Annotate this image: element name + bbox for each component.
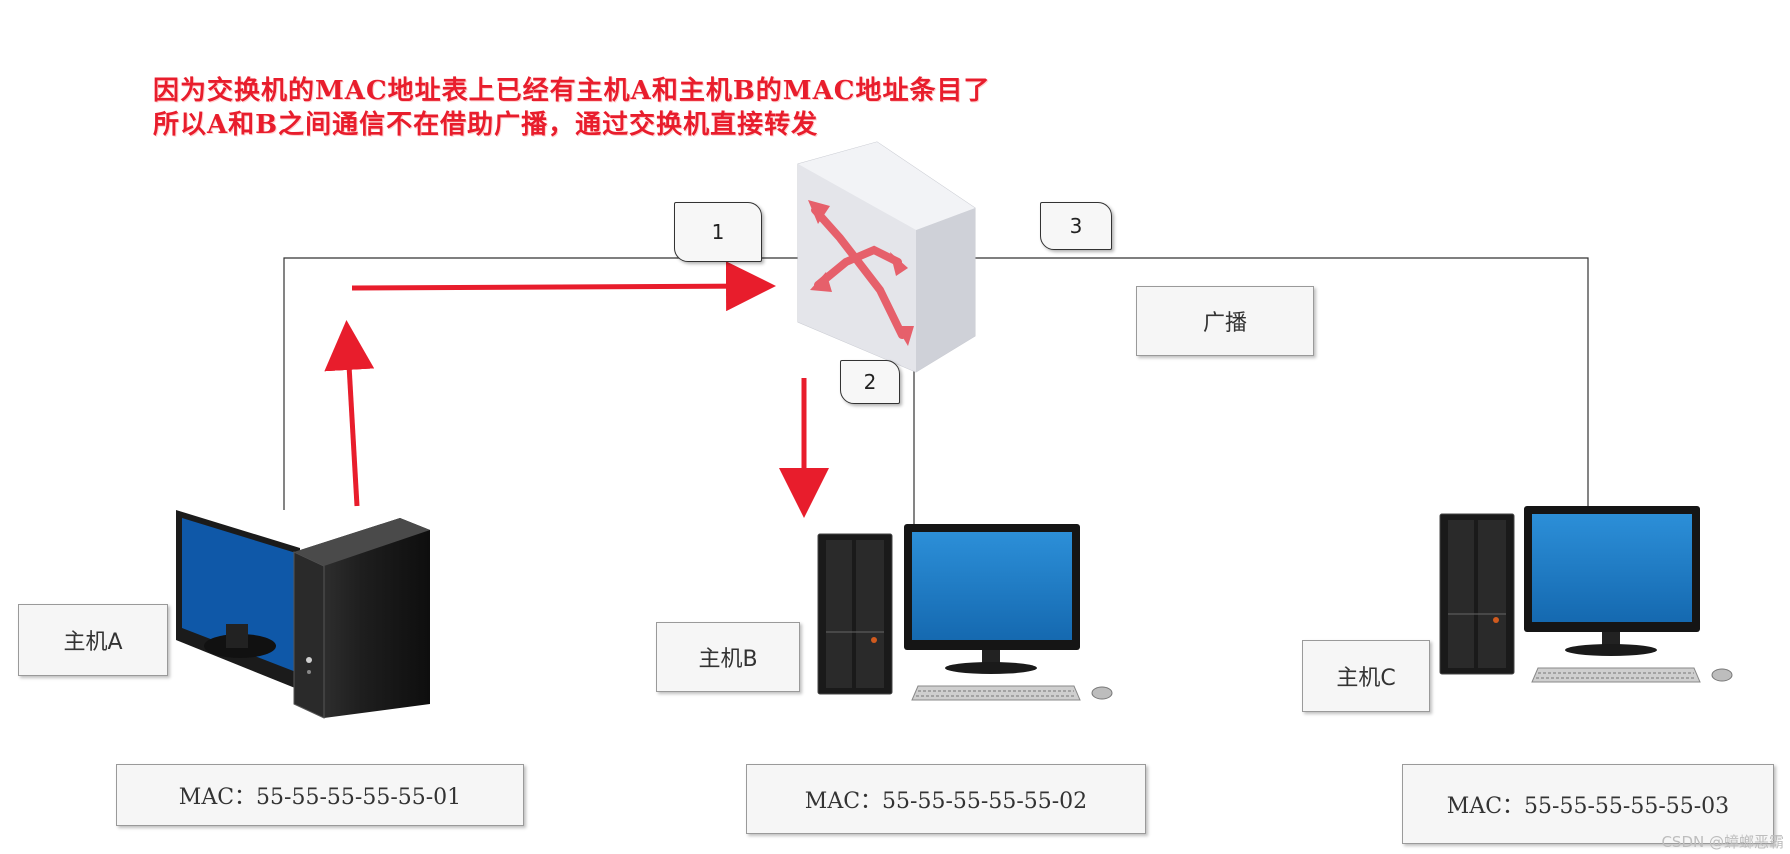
keyboard-icon xyxy=(911,685,1081,701)
cable-c xyxy=(970,257,1589,510)
flow-arrow-up xyxy=(324,320,375,507)
desktop-computer-icon xyxy=(176,510,430,719)
host-b-label: 主机B xyxy=(656,622,800,692)
annotation-line-1: 因为交换机的MAC地址表上已经有主机A和主机B的MAC地址条目了 xyxy=(153,76,991,106)
host-c-label: 主机C xyxy=(1302,640,1430,712)
mouse-icon xyxy=(1711,668,1733,682)
mouse-icon xyxy=(1091,686,1113,700)
cable-a xyxy=(283,257,800,510)
desktop-computer-icon xyxy=(1439,506,1733,683)
flow-arrow-right xyxy=(351,261,776,312)
host-a-mac: MAC：55-55-55-55-55-01 xyxy=(116,764,524,826)
annotation-line-2: 所以A和B之间通信不在借助广播，通过交换机直接转发 xyxy=(153,110,819,140)
port-3-label: 3 xyxy=(1040,202,1112,250)
host-c-mac: MAC：55-55-55-55-55-03 xyxy=(1402,764,1774,844)
watermark: CSDN @蟑螂恶霸 xyxy=(1661,833,1784,851)
host-a-label: 主机A xyxy=(18,604,168,676)
switch-icon xyxy=(797,141,976,373)
desktop-computer-icon xyxy=(817,524,1113,701)
port-1-label: 1 xyxy=(674,202,762,262)
host-b-mac: MAC：55-55-55-55-55-02 xyxy=(746,764,1146,834)
keyboard-icon xyxy=(1531,667,1701,683)
broadcast-label: 广播 xyxy=(1136,286,1314,356)
port-2-label: 2 xyxy=(840,360,900,404)
